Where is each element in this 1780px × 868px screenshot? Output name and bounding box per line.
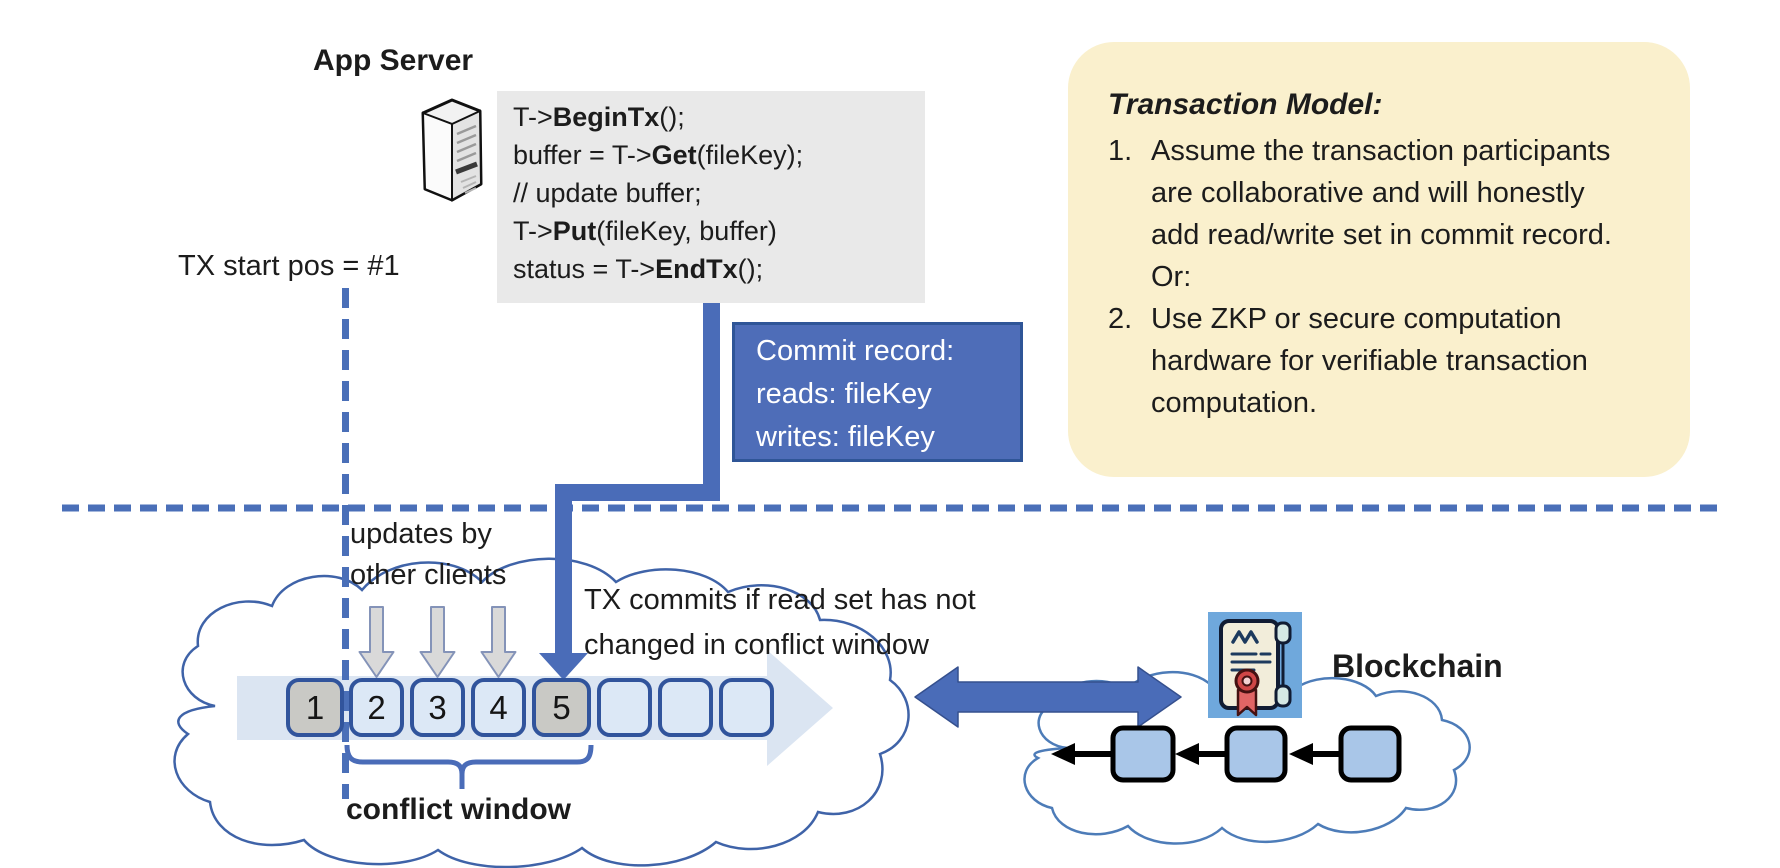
timeline-block-2: 2 xyxy=(349,678,404,737)
code-line: buffer = T->Get(fileKey); xyxy=(513,140,804,170)
code-line: status = T->EndTx(); xyxy=(513,254,764,284)
sync-double-arrow xyxy=(914,666,1182,728)
timeline-block-empty xyxy=(719,678,774,737)
update-arrow-icon xyxy=(358,606,395,678)
commit-record-title: Commit record: xyxy=(756,335,955,367)
timeline-block-4: 4 xyxy=(471,678,526,737)
transaction-model-note: Transaction Model: 1. Assume the transac… xyxy=(1068,42,1690,477)
transaction-model-list: 1. Assume the transaction participants a… xyxy=(1108,130,1662,424)
blockchain-chain xyxy=(1051,725,1402,783)
commit-record-reads: reads: fileKey xyxy=(756,378,932,410)
update-arrow-icon xyxy=(419,606,456,678)
conflict-window-label: conflict window xyxy=(346,793,571,826)
code-line: T->BeginTx(); xyxy=(513,102,685,132)
chain-block xyxy=(1110,725,1176,783)
list-item: 2. Use ZKP or secure computation hardwar… xyxy=(1108,303,1596,419)
chain-block xyxy=(1224,725,1288,783)
update-arrows xyxy=(358,606,517,678)
certificate-scroll-icon xyxy=(1208,612,1302,718)
server-tower-icon xyxy=(421,98,483,202)
tx-start-pos-label: TX start pos = #1 xyxy=(178,250,400,282)
app-server-label: App Server xyxy=(313,44,474,77)
code-line: // update buffer; xyxy=(513,178,702,208)
update-arrow-icon xyxy=(480,606,517,678)
chain-arrow-left-icon xyxy=(1289,743,1313,765)
timeline-block-empty xyxy=(658,678,713,737)
transaction-model-title: Transaction Model: xyxy=(1108,88,1383,121)
code-line: T->Put(fileKey, buffer) xyxy=(513,216,777,246)
chain-arrow-left-icon xyxy=(1175,743,1199,765)
commit-elbow-arrow xyxy=(539,303,720,680)
tx-commits-label: TX commits if read set has not changed i… xyxy=(584,584,976,661)
chain-block xyxy=(1338,725,1402,783)
timeline-block-empty xyxy=(597,678,652,737)
transaction-code-block: T->BeginTx(); buffer = T->Get(fileKey); … xyxy=(497,91,925,303)
timeline-block-1: 1 xyxy=(286,678,344,737)
timeline-block-5: 5 xyxy=(532,678,591,737)
chain-arrow-left-icon xyxy=(1051,743,1075,765)
list-item: 1. Assume the transaction participants a… xyxy=(1108,135,1629,293)
blockchain-label: Blockchain xyxy=(1332,648,1503,684)
commit-record-writes: writes: fileKey xyxy=(756,421,935,453)
updates-by-other-clients-label: updates by other clients xyxy=(350,518,507,591)
commit-record-box: Commit record: reads: fileKey writes: fi… xyxy=(732,322,1023,462)
timeline-block-3: 3 xyxy=(410,678,465,737)
